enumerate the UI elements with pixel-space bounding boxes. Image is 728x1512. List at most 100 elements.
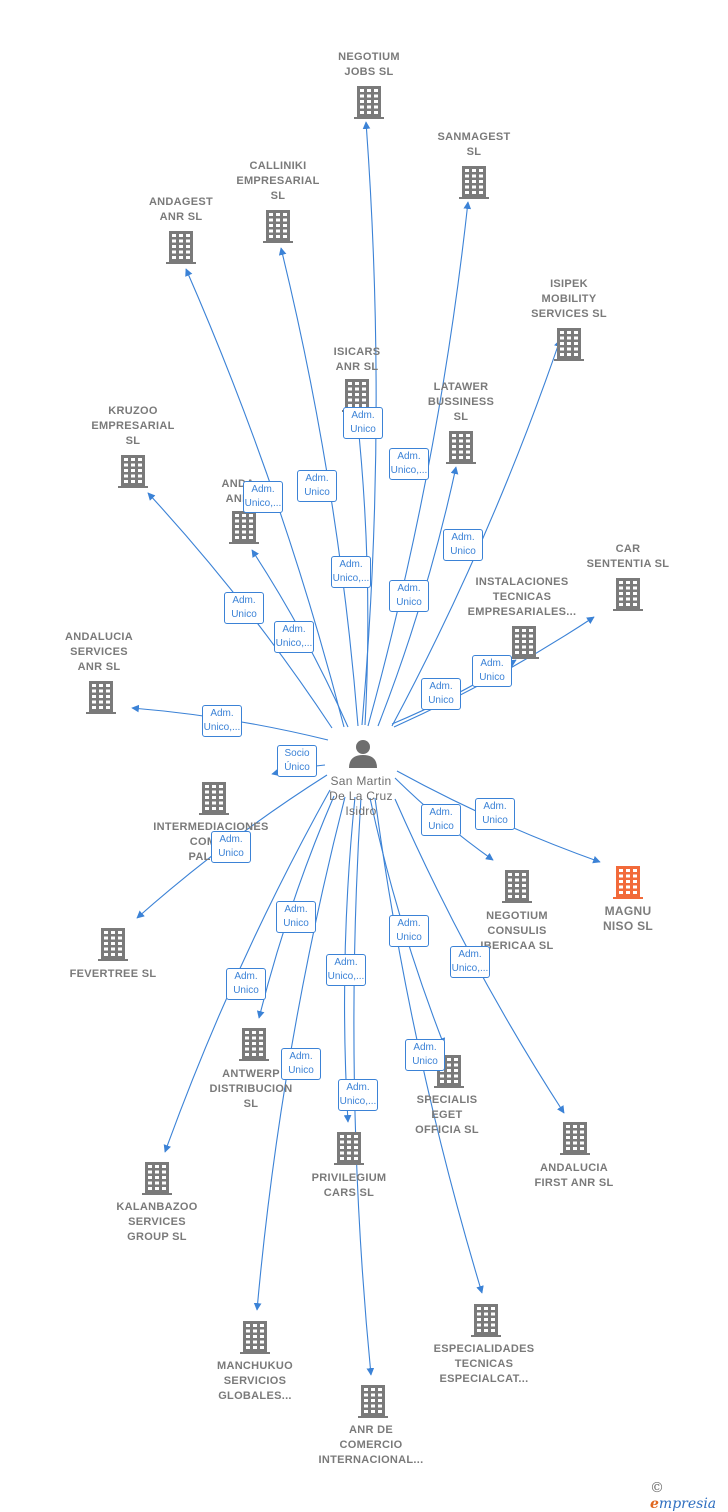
node-label-line: SL (125, 435, 141, 447)
copyright-icon: © (650, 1480, 664, 1496)
building-icon[interactable] (342, 379, 372, 412)
building-icon[interactable] (502, 870, 532, 903)
node-label-line: ANDA (221, 478, 255, 490)
node-label-line: PRIVILEGIUM (311, 1172, 387, 1184)
building-icon[interactable] (613, 578, 643, 611)
building-icon[interactable] (239, 1028, 269, 1061)
edge-label-especialidades[interactable]: Adm.Unico (405, 1039, 445, 1071)
edge-label-line: Socio (284, 748, 310, 759)
edge-label-isipek[interactable]: Adm.Unico (443, 529, 483, 561)
node-label-line: BUSSINESS (427, 396, 495, 408)
building-icon[interactable] (229, 511, 259, 544)
edge-label-line: Unico (396, 932, 422, 943)
edge-label-manchukuo[interactable]: Adm.Unico (281, 1048, 321, 1080)
edge-label-kruzoo[interactable]: Adm.Unico (224, 592, 264, 624)
edge-label-line: Adm. (334, 957, 358, 968)
building-icon[interactable] (334, 1132, 364, 1165)
edge-label-kalanbazoo[interactable]: Adm.Unico (226, 968, 266, 1000)
node-label-line: SL (453, 411, 469, 423)
node-label-line: ANR DE (349, 1424, 393, 1436)
edge-label-line: Adm. (429, 681, 453, 692)
edge-label-magnu-niso[interactable]: Adm.Unico (475, 798, 515, 830)
building-icon[interactable] (166, 231, 196, 264)
node-label-line: NEGOTIUM (486, 910, 548, 922)
edge-label-line: Unico,... (390, 465, 428, 476)
node-label-line: MAGNU (604, 904, 652, 918)
building-icon[interactable] (509, 626, 539, 659)
node-label-sanmagest[interactable]: SANMAGEST SL (399, 130, 549, 160)
edge-label-line: Unico (233, 985, 259, 996)
building-icon[interactable] (199, 782, 229, 815)
node-label-line: SL (243, 1098, 259, 1110)
building-icon[interactable] (560, 1122, 590, 1155)
node-label-line: SANMAGEST (437, 131, 511, 143)
building-icon[interactable] (263, 210, 293, 243)
edge-label-fevertree[interactable]: Adm.Unico (211, 831, 251, 863)
building-icon[interactable] (471, 1304, 501, 1337)
node-label-line: DISTRIBUCION (209, 1083, 293, 1095)
edge-label-negotium-consulis[interactable]: Adm.Unico (421, 804, 461, 836)
edge-label-negotium-jobs[interactable]: Adm.Unico (343, 407, 383, 439)
building-icon[interactable] (554, 328, 584, 361)
edge-label-line: Adm. (397, 583, 421, 594)
person-icon[interactable] (349, 740, 377, 768)
edge-label-line: Adm. (480, 658, 504, 669)
building-icon[interactable] (86, 681, 116, 714)
node-label-line: INTERNACIONAL... (318, 1454, 424, 1466)
edge-label-car-sententia[interactable]: Adm.Unico (472, 655, 512, 687)
node-label-line: SPECIALIS (416, 1094, 478, 1106)
node-label-line: ISIPEK (550, 278, 588, 290)
edge-label-instalaciones[interactable]: Adm.Unico (421, 678, 461, 710)
edge-label-anda-anr[interactable]: Adm.Unico,... (274, 621, 314, 653)
building-icon[interactable] (358, 1385, 388, 1418)
edge-label-calliniki[interactable]: Adm.Unico (297, 470, 337, 502)
building-icon[interactable] (240, 1321, 270, 1354)
edge-label-isicars[interactable]: Adm.Unico,... (331, 556, 371, 588)
building-icon[interactable] (613, 866, 643, 899)
building-icon[interactable] (142, 1162, 172, 1195)
node-label-line: SL (466, 146, 482, 158)
building-icon[interactable] (446, 431, 476, 464)
edge-label-latawer[interactable]: Adm.Unico (389, 580, 429, 612)
edge-label-sanmagest[interactable]: Adm.Unico,... (389, 448, 429, 480)
building-icon[interactable] (354, 86, 384, 119)
building-icon[interactable] (459, 166, 489, 199)
node-label-line: SERVICES SL (531, 308, 607, 320)
edge-label-andalucia-first[interactable]: Adm.Unico,... (450, 946, 490, 978)
node-label-fevertree[interactable]: FEVERTREE SL (38, 967, 188, 982)
edge-label-andalucia-services[interactable]: Adm.Unico,... (202, 705, 242, 737)
edge-label-specialis[interactable]: Adm.Unico (389, 915, 429, 947)
edge-label-privilegium[interactable]: Adm.Unico,... (326, 954, 366, 986)
building-icon[interactable] (98, 928, 128, 961)
edge-label-anr-comercio[interactable]: Adm.Unico,... (338, 1079, 378, 1111)
edge-label-line: Unico,... (244, 498, 282, 509)
node-label-line: ISICARS (333, 346, 381, 358)
edge-label-line: Adm. (339, 559, 363, 570)
edge-label-antwerp[interactable]: Adm.Unico (276, 901, 316, 933)
edge-label-andagest[interactable]: Adm.Unico,... (243, 481, 283, 513)
building-icon[interactable] (118, 455, 148, 488)
